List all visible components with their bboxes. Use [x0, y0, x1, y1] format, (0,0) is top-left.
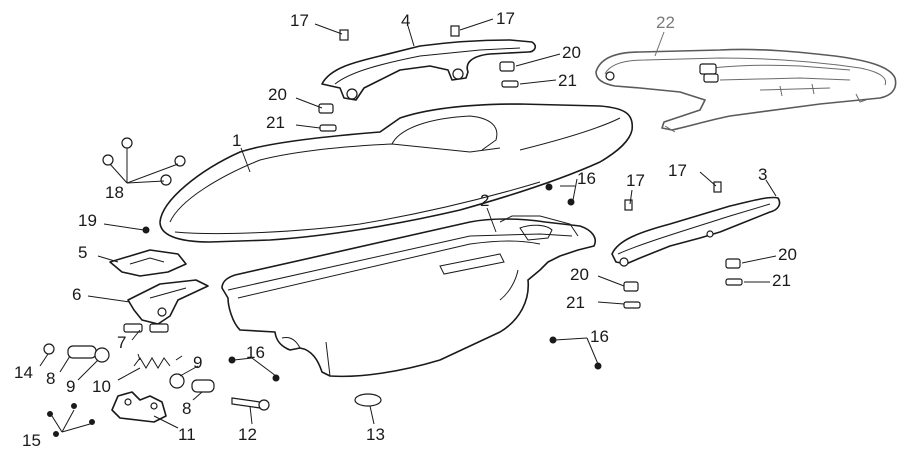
callout-4: 4 [401, 11, 410, 30]
leader-lines [39, 18, 777, 433]
callout-21-c: 21 [566, 293, 585, 312]
screw-set-16 [228, 183, 602, 382]
spring [133, 353, 183, 369]
callout-21-d: 21 [772, 271, 791, 290]
callout-9-right: 9 [193, 353, 202, 372]
bushing-left [67, 345, 110, 363]
callout-8-left: 8 [46, 369, 55, 388]
callout-21-a: 21 [266, 113, 285, 132]
callout-16-c: 16 [246, 343, 265, 362]
callout-17-a: 17 [290, 11, 309, 30]
callout-7: 7 [117, 333, 126, 352]
callout-16-a: 16 [577, 169, 596, 188]
callout-20-d: 20 [778, 245, 797, 264]
callout-18: 18 [105, 183, 124, 202]
callout-20-a: 20 [268, 85, 287, 104]
hinge-bracket [127, 279, 209, 325]
hinge-bolt [231, 397, 270, 411]
callout-12: 12 [238, 425, 257, 444]
rubber-plug [354, 393, 382, 407]
callout-10: 10 [92, 377, 111, 396]
seat [159, 103, 634, 243]
rubber-pads [123, 323, 169, 333]
callout-17-c: 17 [626, 171, 645, 190]
bracket-plate [109, 249, 187, 277]
callout-1: 1 [232, 131, 241, 150]
callout-17-d: 17 [668, 161, 687, 180]
rear-carrier-rack [595, 48, 897, 133]
screw-set-17 [339, 25, 722, 211]
callout-22: 22 [656, 13, 675, 32]
callout-15: 15 [22, 431, 41, 450]
callout-20-b: 20 [562, 43, 581, 62]
lock-nut [43, 343, 55, 355]
callout-5: 5 [78, 243, 87, 262]
clip-set [318, 61, 743, 309]
callout-14: 14 [14, 363, 33, 382]
callout-9-left: 9 [66, 377, 75, 396]
storage-box [221, 215, 596, 378]
right-grab-handle [611, 196, 781, 267]
callout-11: 11 [178, 425, 196, 444]
bushing-right [191, 379, 215, 393]
callout-8-right: 8 [182, 399, 191, 418]
callout-13: 13 [366, 425, 385, 444]
callout-17-b: 17 [496, 9, 515, 28]
callout-6: 6 [72, 285, 81, 304]
callout-19: 19 [78, 211, 97, 230]
callout-labels: 1 2 3 4 5 6 7 8 8 9 9 10 11 12 13 14 15 … [14, 9, 797, 450]
callout-2: 2 [480, 191, 489, 210]
screw-set [47, 403, 95, 437]
hinge [111, 391, 167, 423]
left-grab-handle [321, 39, 537, 101]
callout-20-c: 20 [570, 265, 589, 284]
callout-16-b: 16 [590, 327, 609, 346]
washer-right [169, 373, 185, 389]
nut-set [102, 137, 186, 186]
callout-21-b: 21 [558, 71, 577, 90]
callout-3: 3 [758, 165, 767, 184]
